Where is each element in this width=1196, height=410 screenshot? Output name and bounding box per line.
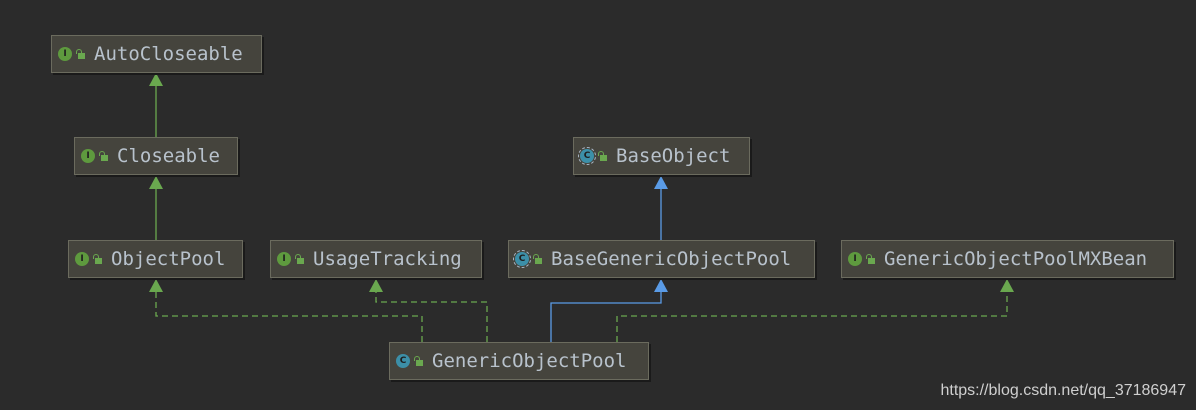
interface-icon: I: [75, 252, 89, 266]
node-usagetracking[interactable]: I UsageTracking: [270, 240, 482, 278]
public-lock-icon: [533, 254, 543, 264]
edge-genericpool-objectpool: [155, 291, 423, 342]
node-label: BaseObject: [616, 145, 731, 167]
arrowhead-autocloseable: [149, 73, 163, 86]
arrowhead-mxbean: [1000, 279, 1014, 292]
public-lock-icon: [76, 49, 86, 59]
abstract-class-icon: C: [578, 147, 596, 165]
edge-genericpool-usagetracking: [375, 291, 488, 342]
arrowhead-usagetracking: [369, 279, 383, 292]
public-lock-icon: [414, 356, 424, 366]
node-closeable[interactable]: I Closeable: [74, 137, 238, 175]
watermark-text: https://blog.csdn.net/qq_37186947: [940, 382, 1186, 399]
interface-icon: I: [848, 252, 862, 266]
arrowhead-closeable: [149, 176, 163, 189]
node-autocloseable[interactable]: I AutoCloseable: [51, 35, 262, 73]
public-lock-icon: [866, 254, 876, 264]
arrowhead-basegeneric: [654, 279, 668, 292]
interface-icon: I: [58, 47, 72, 61]
node-basegenericobjectpool[interactable]: C BaseGenericObjectPool: [508, 240, 815, 278]
class-icon: C: [396, 354, 410, 368]
node-genericobjectpool[interactable]: C GenericObjectPool: [389, 342, 649, 380]
arrowhead-objectpool: [149, 279, 163, 292]
node-genericobjectpoolmxbean[interactable]: I GenericObjectPoolMXBean: [841, 240, 1174, 278]
node-label: UsageTracking: [313, 248, 462, 270]
arrowhead-baseobject: [654, 176, 668, 189]
node-label: AutoCloseable: [94, 43, 243, 65]
public-lock-icon: [295, 254, 305, 264]
interface-icon: I: [277, 252, 291, 266]
node-label: GenericObjectPool: [432, 350, 627, 372]
interface-icon: I: [81, 149, 95, 163]
public-lock-icon: [99, 151, 109, 161]
node-label: BaseGenericObjectPool: [551, 248, 792, 270]
node-label: GenericObjectPoolMXBean: [884, 248, 1148, 270]
node-label: ObjectPool: [111, 248, 226, 270]
node-baseobject[interactable]: C BaseObject: [573, 137, 750, 175]
node-label: Closeable: [117, 145, 220, 167]
edge-genericpool-mxbean: [616, 291, 1008, 342]
public-lock-icon: [598, 151, 608, 161]
edge-genericpool-basegeneric: [550, 291, 662, 342]
abstract-class-icon: C: [513, 250, 531, 268]
node-objectpool[interactable]: I ObjectPool: [68, 240, 243, 278]
public-lock-icon: [93, 254, 103, 264]
